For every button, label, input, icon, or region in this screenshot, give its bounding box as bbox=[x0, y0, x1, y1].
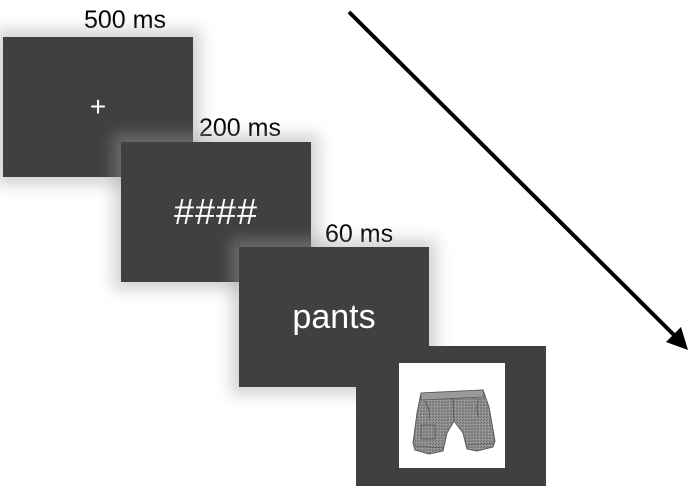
target-picture-frame bbox=[399, 363, 505, 468]
shorts-image bbox=[412, 389, 496, 455]
prime-duration-label: 60 ms bbox=[325, 220, 394, 248]
prime-word: pants bbox=[292, 298, 376, 336]
time-arrow-shaft bbox=[347, 10, 677, 338]
mask-text: #### bbox=[173, 191, 259, 232]
fixation-duration-label: 500 ms bbox=[84, 6, 166, 34]
mask-screen: #### bbox=[121, 142, 311, 282]
time-arrow-head bbox=[666, 327, 688, 350]
fixation-cross: + bbox=[89, 91, 107, 122]
mask-duration-label: 200 ms bbox=[199, 114, 281, 142]
target-picture-screen bbox=[356, 346, 546, 486]
